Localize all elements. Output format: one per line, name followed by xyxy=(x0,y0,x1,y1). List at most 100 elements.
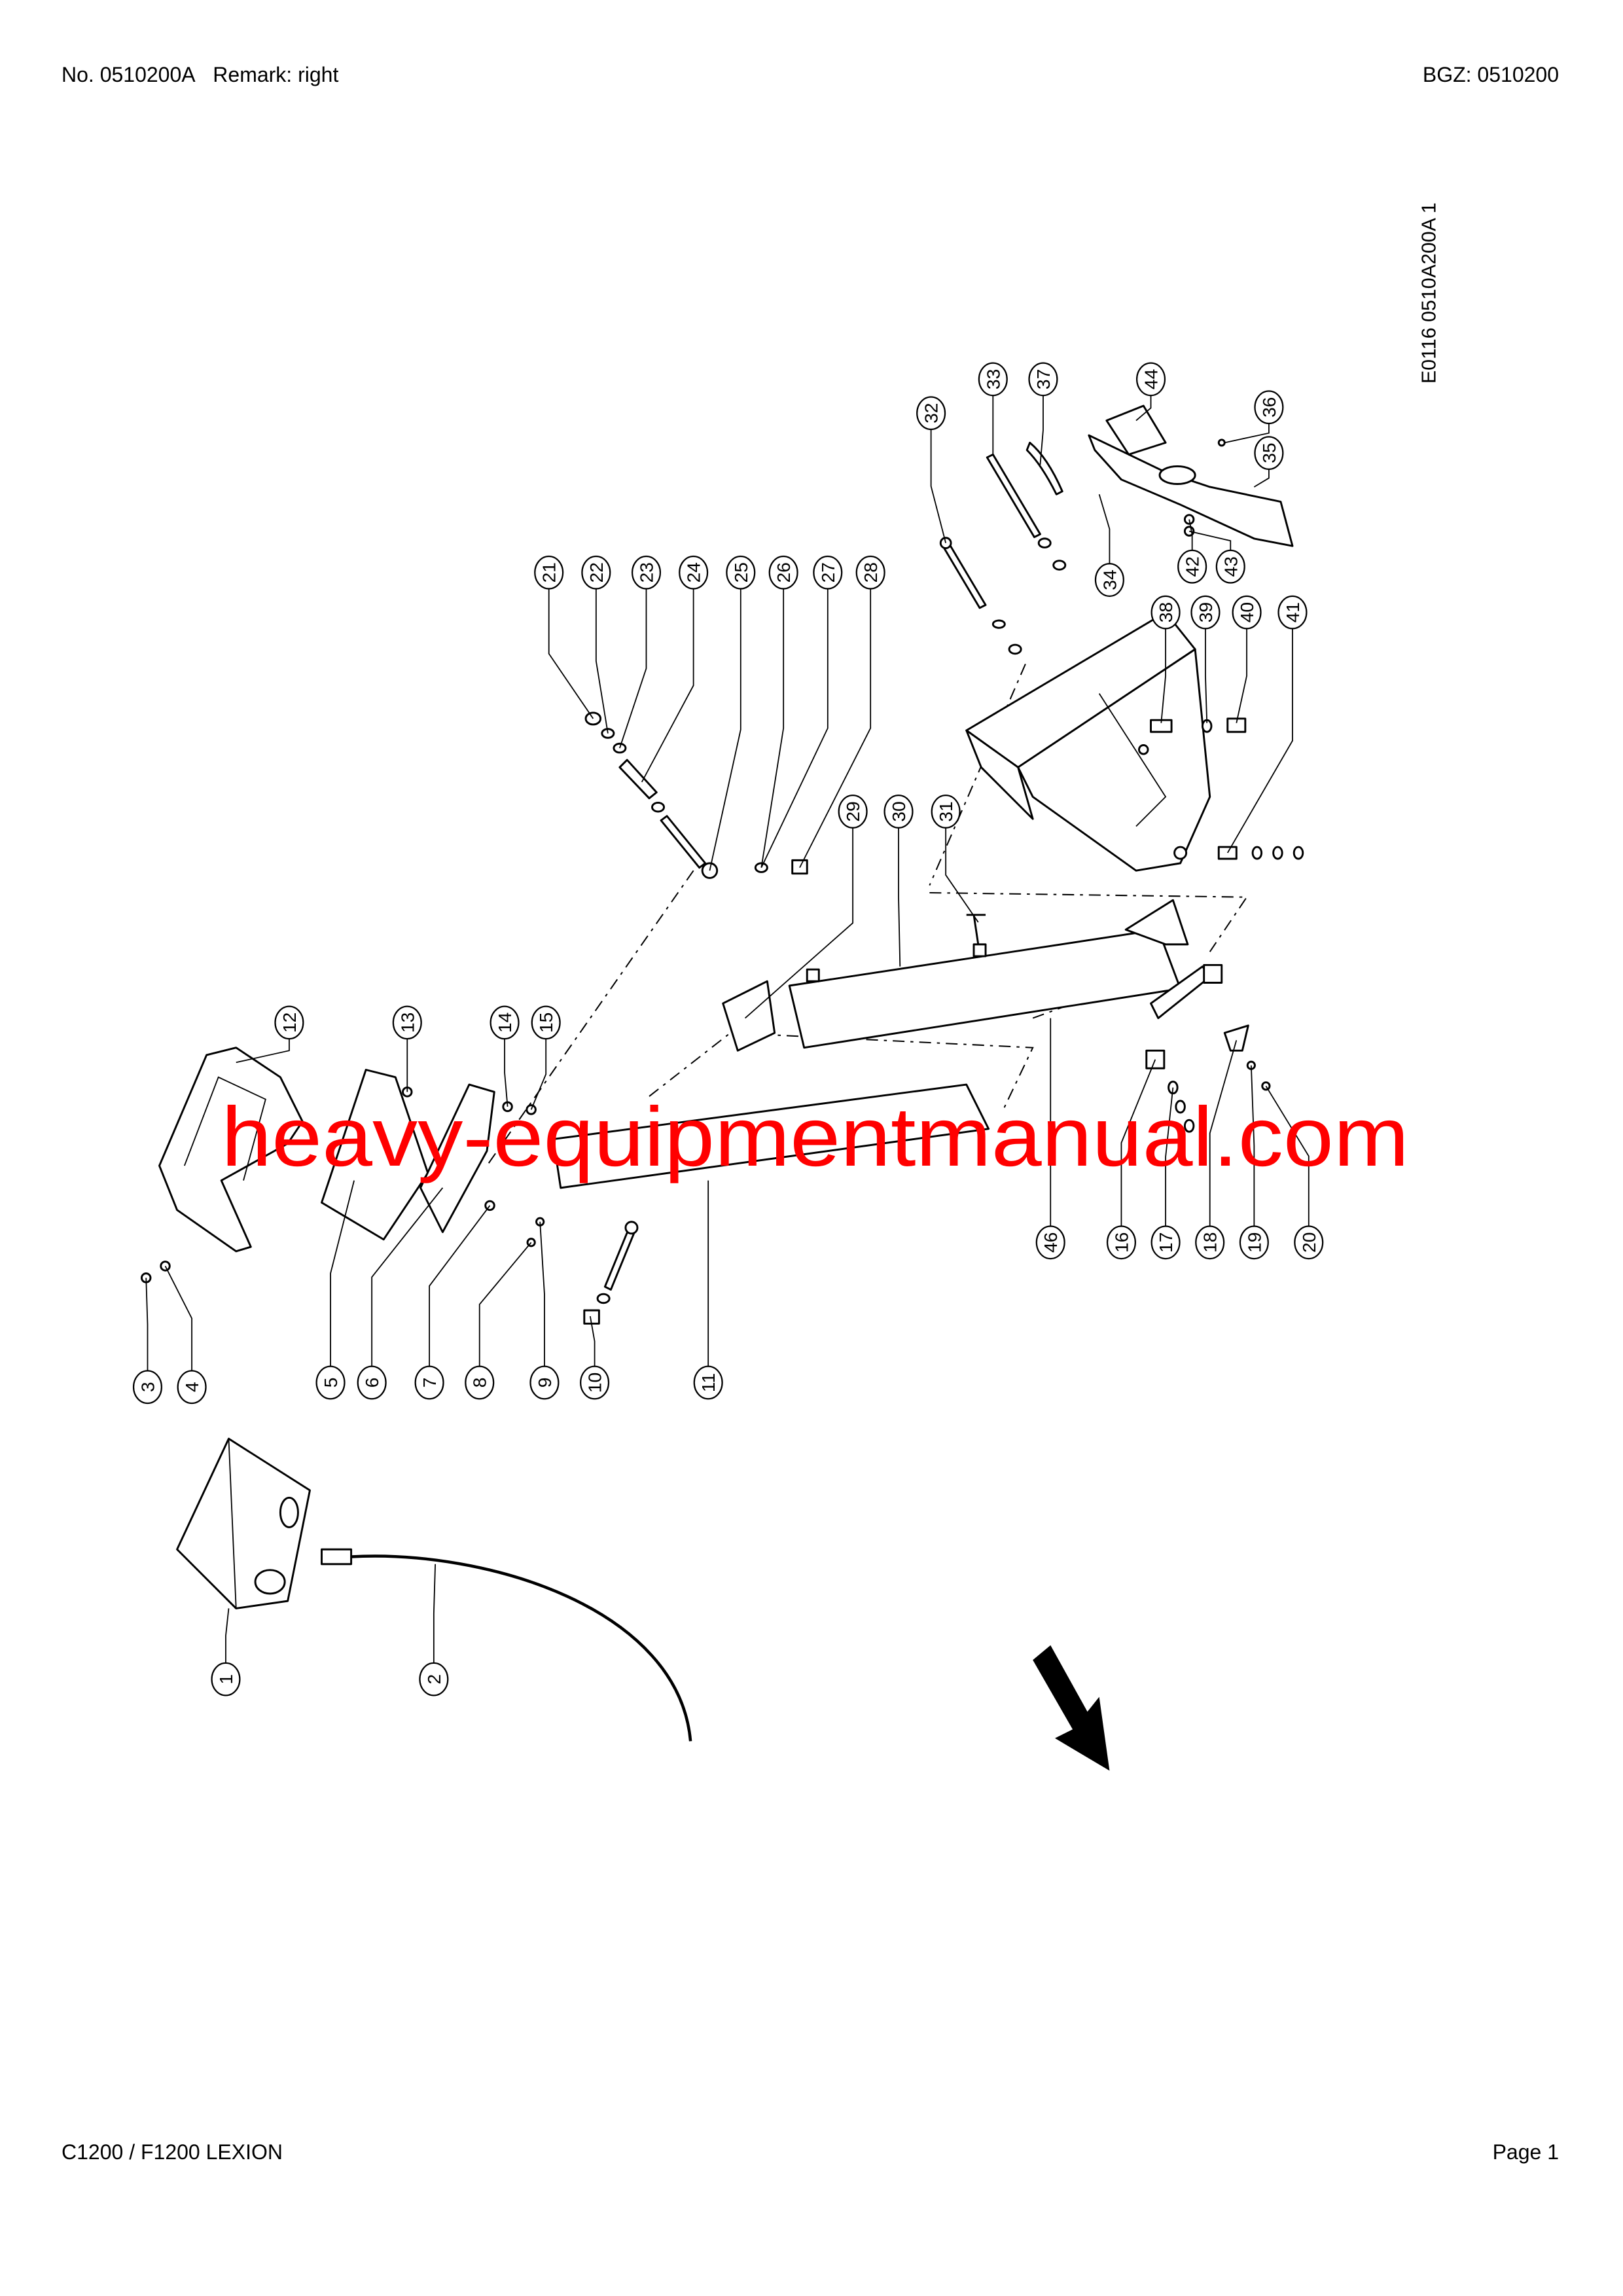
leader-line-17 xyxy=(1165,1087,1174,1227)
square-tube xyxy=(722,899,1223,1052)
callout-circle xyxy=(838,795,868,829)
leader-line-8 xyxy=(478,1242,532,1367)
callout-circle xyxy=(177,1370,207,1405)
callout-circle xyxy=(581,555,611,590)
leader-line-6 xyxy=(371,1187,444,1367)
callout-circle xyxy=(315,1365,346,1400)
control-box xyxy=(176,1437,311,1609)
callout-number: 12 xyxy=(279,1013,300,1033)
callout-number: 16 xyxy=(1111,1232,1132,1253)
callout-17: 17 xyxy=(1150,1225,1181,1260)
callout-11: 11 xyxy=(693,1365,723,1400)
callout-circle xyxy=(465,1365,495,1400)
callout-number: 41 xyxy=(1282,602,1303,622)
callout-circle xyxy=(883,795,914,829)
drawing-code: E0116 0510A200A 1 xyxy=(1418,202,1440,384)
leader-line-5 xyxy=(330,1180,355,1367)
header-bgz: BGZ: 0510200 xyxy=(1422,63,1559,86)
leader-line-14 xyxy=(504,1039,508,1107)
callout-2: 2 xyxy=(419,1662,449,1696)
callout-circle xyxy=(534,555,564,590)
callout-number: 44 xyxy=(1141,369,1162,389)
long-arm xyxy=(526,1083,990,1325)
leader-line-40 xyxy=(1236,628,1247,723)
callout-number: 39 xyxy=(1195,602,1216,622)
callout-number: 37 xyxy=(1033,369,1054,389)
callout-circle xyxy=(768,555,798,590)
callout-circle xyxy=(813,555,843,590)
callout-number: 6 xyxy=(361,1378,382,1388)
leader-line-2 xyxy=(433,1564,437,1663)
callout-12: 12 xyxy=(274,1005,304,1040)
callout-number: 40 xyxy=(1236,602,1257,622)
callout-number: 13 xyxy=(397,1013,418,1033)
callout-number: 20 xyxy=(1298,1232,1319,1253)
callout-circle xyxy=(679,555,709,590)
callout-29: 29 xyxy=(838,795,868,829)
callout-number: 8 xyxy=(469,1378,490,1388)
callout-number: 26 xyxy=(773,562,794,583)
footer-model: C1200 / F1200 LEXION xyxy=(62,2140,283,2164)
callout-14: 14 xyxy=(490,1005,520,1040)
callout-44: 44 xyxy=(1135,362,1166,397)
callout-circle xyxy=(392,1005,422,1040)
callout-circle xyxy=(1195,1225,1225,1260)
callout-circle xyxy=(1150,595,1181,630)
callout-circle xyxy=(414,1365,444,1400)
leader-line-29 xyxy=(744,827,854,1019)
callout-39: 39 xyxy=(1190,595,1221,630)
callout-circle xyxy=(1190,595,1221,630)
callout-20: 20 xyxy=(1294,1225,1324,1260)
callout-21: 21 xyxy=(534,555,564,590)
callout-33: 33 xyxy=(978,362,1008,397)
callout-number: 42 xyxy=(1182,556,1203,577)
callout-number: 30 xyxy=(888,801,909,821)
callout-number: 2 xyxy=(423,1674,444,1685)
leader-line-26 xyxy=(760,588,785,868)
callout-number: 14 xyxy=(494,1013,515,1033)
callout-number: 31 xyxy=(935,801,956,821)
callout-circle xyxy=(1294,1225,1324,1260)
callout-circle xyxy=(419,1662,449,1696)
callout-circle xyxy=(693,1365,723,1400)
cable xyxy=(321,1548,692,1742)
callout-circle xyxy=(211,1662,241,1696)
callout-number: 3 xyxy=(137,1382,158,1392)
leader-line-28 xyxy=(799,588,872,869)
callout-circle xyxy=(274,1005,304,1040)
bracket-assembly xyxy=(965,611,1211,872)
callout-circle xyxy=(1106,1225,1136,1260)
leader-line-19 xyxy=(1250,1065,1255,1227)
leader-line-30 xyxy=(898,827,901,967)
callout-38: 38 xyxy=(1150,595,1181,630)
leader-line-23 xyxy=(619,588,647,749)
leader-line-34 xyxy=(1098,493,1111,564)
callout-number: 35 xyxy=(1258,442,1279,463)
callout-circle xyxy=(531,1005,561,1040)
callout-number: 9 xyxy=(534,1378,555,1388)
callout-number: 18 xyxy=(1200,1232,1221,1253)
callout-25: 25 xyxy=(726,555,756,590)
callout-6: 6 xyxy=(357,1365,387,1400)
leader-line-3 xyxy=(145,1278,149,1371)
leader-line-37 xyxy=(1039,395,1044,465)
bolts-upper xyxy=(939,441,1067,655)
callout-circle xyxy=(1035,1225,1065,1260)
callout-19: 19 xyxy=(1239,1225,1269,1260)
leader-line-15 xyxy=(530,1039,547,1110)
callout-number: 4 xyxy=(181,1382,202,1392)
callout-number: 29 xyxy=(842,801,863,821)
callout-5: 5 xyxy=(315,1365,346,1400)
callout-35: 35 xyxy=(1254,436,1284,471)
callout-circle xyxy=(916,396,946,431)
callout-number: 36 xyxy=(1258,397,1279,418)
leader-line-4 xyxy=(164,1265,193,1371)
callout-number: 21 xyxy=(539,562,560,583)
callout-circle xyxy=(1028,362,1058,397)
leader-line-21 xyxy=(548,588,594,719)
callout-number: 28 xyxy=(860,562,881,583)
cover xyxy=(140,1047,304,1283)
callout-number: 19 xyxy=(1243,1232,1264,1253)
callout-circle xyxy=(931,795,961,829)
